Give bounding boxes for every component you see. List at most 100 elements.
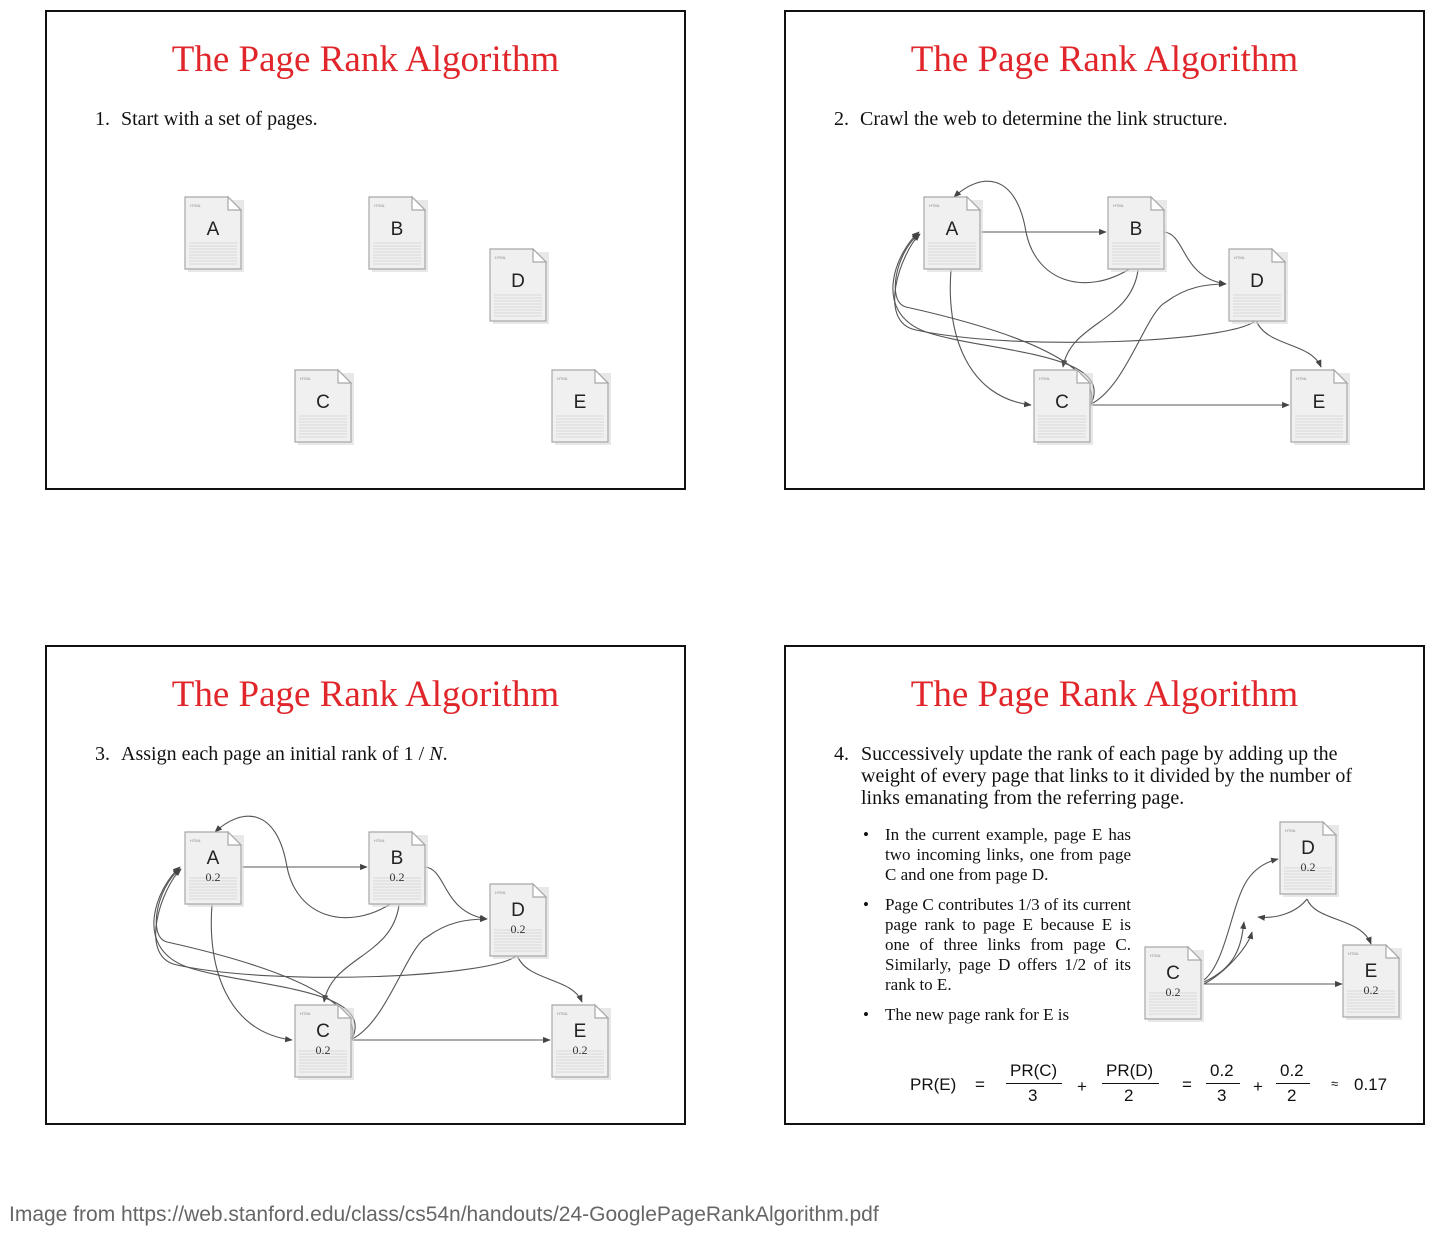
step-description: Crawl the web to determine the link stru… [860, 108, 1228, 130]
edge-d-out [1257, 898, 1308, 921]
page-tag: HTML [374, 838, 386, 843]
formula-equals: = [975, 1075, 985, 1094]
step-number: 4. [834, 743, 849, 765]
page-tag: HTML [190, 838, 202, 843]
edge-c-flow-1 [1203, 921, 1247, 983]
slide-2: The Page Rank Algorithm 2.Crawl the web … [784, 10, 1425, 490]
page-label: B [1130, 219, 1143, 240]
formula-result: 0.17 [1354, 1075, 1388, 1094]
slide-title: The Page Rank Algorithm [171, 674, 560, 715]
edge-c-d [1203, 857, 1279, 981]
step-text: 2. Crawl the web to determine the link st… [834, 108, 1228, 131]
bullet-text: The new page rank for E is [885, 1005, 1070, 1024]
pagerank-formula: PR(E) = PR(C) 3 + PR(D) 2 = 0.2 3 + 0.2 … [786, 1047, 1423, 1117]
edge-b-c [1061, 269, 1139, 368]
formula-value-d: 0.2 [1280, 1061, 1304, 1080]
page-tag: HTML [929, 203, 941, 208]
bullet-item: • The new page rank for E is [861, 1005, 1131, 1025]
step-number: 1. [95, 108, 110, 130]
edge-d-e [1255, 319, 1322, 368]
page-rank: 0.2 [1301, 860, 1316, 874]
formula-denominator-c: 3 [1028, 1086, 1038, 1105]
step-description-prefix: Assign each page an initial rank of 1 / [121, 743, 430, 765]
page-label: E [1313, 392, 1326, 413]
formula-lhs: PR(E) [910, 1075, 957, 1094]
page-label: D [511, 271, 525, 292]
edge-b-d [424, 866, 488, 921]
page-label: A [207, 219, 220, 240]
page-label: A [946, 219, 959, 240]
bullet-icon: • [863, 825, 869, 844]
slide-title: The Page Rank Algorithm [910, 674, 1299, 715]
fraction-bar [1206, 1083, 1240, 1084]
edge-d-e [1306, 898, 1372, 945]
page-node-a: HTML A [923, 195, 983, 272]
formula-value-c: 0.2 [1210, 1061, 1234, 1080]
page-tag: HTML [1234, 255, 1246, 260]
edge-b-d [1163, 231, 1227, 286]
formula-denominator-d: 2 [1124, 1086, 1134, 1105]
bullet-text: In the current example, page E has two i… [885, 825, 1131, 884]
formula-value-den-d: 2 [1287, 1086, 1297, 1105]
step-number: 2. [834, 108, 849, 130]
bullet-item: • In the current example, page E has two … [861, 825, 1131, 885]
slide-1: The Page Rank Algorithm 1.Start with a s… [45, 10, 686, 490]
edge-b-a [214, 815, 393, 919]
fraction-bar [1102, 1083, 1159, 1084]
page-label: D [1250, 271, 1264, 292]
edge-c-a-1 [892, 231, 1095, 405]
edge-d-a [155, 868, 518, 978]
page-tag: HTML [495, 255, 507, 260]
page-rank: 0.2 [1166, 985, 1181, 999]
page-node-e: HTML E0.2 [551, 1003, 611, 1080]
step-description: Successively update the rank of each pag… [861, 743, 1352, 809]
bullet-icon: • [863, 895, 869, 914]
edge-a-c [949, 269, 1032, 408]
page-tag: HTML [1150, 953, 1162, 958]
bullet-icon: • [863, 1005, 869, 1024]
page-tag: HTML [374, 203, 386, 208]
fraction-bar [1276, 1083, 1310, 1084]
bullet-text: Page C contributes 1/3 of its current pa… [885, 895, 1131, 994]
slide-4: The Page Rank Algorithm 4. Successively … [784, 645, 1425, 1125]
page-tag: HTML [1039, 376, 1051, 381]
edge-b-a [953, 180, 1132, 284]
page-label: C [316, 392, 330, 413]
slide-title: The Page Rank Algorithm [171, 39, 560, 80]
edge-a-c [210, 904, 293, 1043]
slide-3: The Page Rank Algorithm 3. Assign each pa… [45, 645, 686, 1125]
step-variable: N [429, 743, 443, 765]
page-label: D [1301, 838, 1315, 859]
page-label: E [574, 392, 587, 413]
step-text: 3. Assign each page an initial rank of 1 … [95, 743, 448, 766]
page-label: D [511, 900, 525, 921]
fraction-bar [1006, 1083, 1062, 1084]
step-number: 3. [95, 743, 110, 765]
page-tag: HTML [1113, 203, 1125, 208]
page-tag: HTML [557, 1011, 569, 1016]
page-rank: 0.2 [573, 1043, 588, 1057]
formula-numerator-d: PR(D) [1106, 1061, 1154, 1080]
formula-plus: + [1077, 1077, 1087, 1096]
edge-c-d [351, 915, 488, 1040]
page-label: E [1365, 961, 1378, 982]
bullet-list: • In the current example, page E has two … [861, 825, 1131, 1035]
edge-c-a-1 [153, 866, 356, 1040]
page-rank: 0.2 [1364, 983, 1379, 997]
edge-b-c [322, 904, 400, 1003]
formula-equals: = [1182, 1075, 1192, 1094]
page-label: E [574, 1021, 587, 1042]
